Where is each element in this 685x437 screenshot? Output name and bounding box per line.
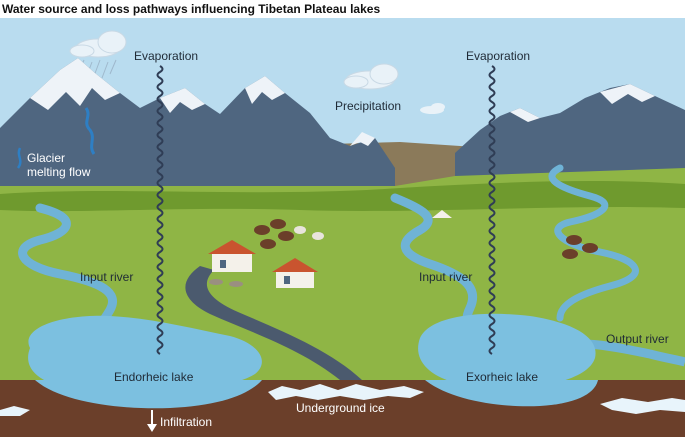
- exorheic-lake-shape: [418, 313, 596, 389]
- label-glacier-melting-flow: melting flow: [27, 165, 91, 179]
- exorheic-lake-bottom: [425, 380, 598, 407]
- ice-patch-left: [0, 406, 30, 416]
- diagram-scene: Evaporation Evaporation Precipitation Gl…: [0, 18, 685, 437]
- mountain-right-snow-2: [510, 108, 540, 122]
- tent: [432, 210, 452, 218]
- road: [185, 266, 362, 380]
- cloud-small: [420, 103, 445, 114]
- mountain-left-snow: [30, 58, 120, 110]
- underground-ice: [268, 384, 424, 400]
- mountain-peak-snow: [245, 76, 285, 104]
- grassland-dark: [0, 181, 685, 212]
- mountain-mid-snow: [160, 88, 205, 113]
- mountain-small-snow: [350, 132, 375, 146]
- label-precipitation: Precipitation: [335, 99, 401, 113]
- endorheic-lake-bottom: [35, 380, 262, 409]
- ice-patch-right: [600, 398, 685, 414]
- input-river-far-right: [548, 164, 639, 322]
- label-glacier: Glacier: [27, 151, 65, 165]
- cloud-left: [69, 30, 127, 58]
- evaporation-wave-left: [156, 65, 164, 355]
- mountain-right: [455, 84, 685, 178]
- figure-title: Water source and loss pathways influenci…: [2, 2, 381, 16]
- label-underground-ice: Underground ice: [296, 401, 385, 415]
- horses: [209, 279, 243, 287]
- label-endorheic-lake: Endorheic lake: [114, 370, 194, 384]
- glacier-stream: [84, 107, 96, 155]
- glacier-stream-2: [16, 147, 22, 169]
- evaporation-wave-right: [488, 65, 496, 355]
- label-input-river-left: Input river: [80, 270, 133, 284]
- endorheic-lake-shape: [28, 315, 262, 393]
- house-right: [272, 258, 318, 288]
- label-output-river: Output river: [606, 332, 669, 346]
- label-exorheic-lake: Exorheic lake: [466, 370, 538, 384]
- mountain-right-snow: [600, 84, 655, 104]
- label-infiltration: Infiltration: [160, 415, 212, 429]
- infiltration-arrow: [147, 410, 157, 432]
- cloud-center: [343, 63, 399, 90]
- label-evaporation-right: Evaporation: [466, 49, 530, 63]
- house-left: [208, 240, 256, 272]
- yak-herd-right: [562, 235, 598, 259]
- yak-herd-center: [254, 219, 324, 249]
- label-input-river-right: Input river: [419, 270, 472, 284]
- label-evaporation-left: Evaporation: [134, 49, 198, 63]
